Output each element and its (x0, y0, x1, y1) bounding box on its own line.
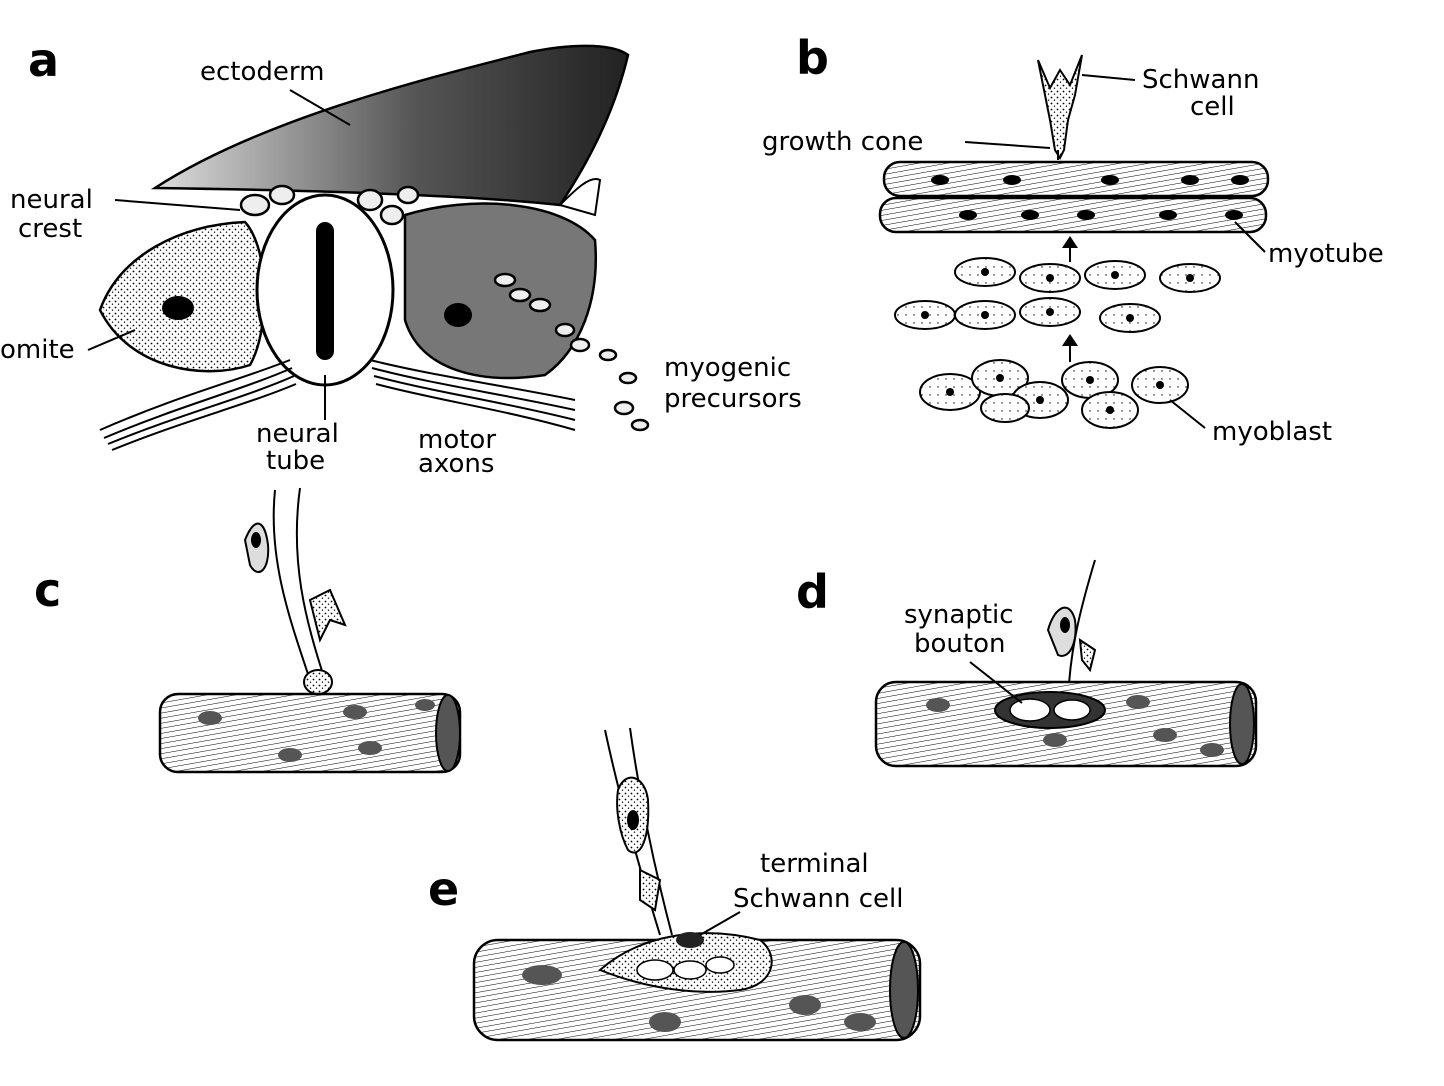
panel-e-letter: e (428, 862, 459, 916)
leader-neural-crest (114, 199, 241, 211)
label-neural-crest-2: crest (18, 214, 82, 244)
somite-right (403, 202, 597, 380)
panel-d-axon (1046, 559, 1097, 701)
label-ectoderm: ectoderm (200, 57, 324, 87)
neural-tube-lumen (316, 222, 334, 360)
leader-growth-cone (964, 141, 1051, 149)
terminal-schwann-cell (598, 932, 773, 993)
leader-myoblast (1169, 399, 1206, 429)
myotube-upper (882, 160, 1270, 198)
arrow-up-1 (1062, 236, 1078, 262)
leader-ectoderm (289, 89, 351, 126)
leader-terminal-schwann (699, 911, 741, 936)
myoblasts-aligned (894, 257, 1221, 333)
myotube-lower (878, 196, 1268, 234)
label-synaptic-bouton-2: bouton (914, 629, 1005, 659)
neural-crest-cells (239, 184, 420, 226)
myoblasts-cluster (919, 359, 1189, 429)
panel-d: d synaptic bouton (796, 559, 1258, 768)
leader-myotube (1234, 221, 1266, 253)
leader-somite (87, 329, 136, 351)
panel-c-muscle-fiber (158, 692, 462, 774)
arrow-up-2 (1062, 334, 1078, 362)
label-terminal-schwann-2: Schwann cell (733, 884, 903, 914)
label-schwann-cell-1: Schwann (1142, 65, 1259, 95)
leader-schwann-cell (1081, 74, 1136, 81)
somite-nucleus (162, 296, 194, 320)
panel-b: b Schwann cell growth cone myot (762, 31, 1384, 447)
panel-b-letter: b (796, 31, 829, 85)
label-terminal-schwann-1: terminal (760, 849, 869, 879)
panel-e: e terminal Schwann cell (428, 727, 922, 1042)
label-myogenic-1: myogenic (664, 353, 791, 383)
label-schwann-cell-2: cell (1190, 92, 1235, 122)
panel-a: a (0, 33, 802, 479)
panel-c-letter: c (34, 563, 61, 617)
label-myotube: myotube (1268, 239, 1384, 269)
label-motor-axons-1: motor (418, 425, 496, 455)
panel-c: c (34, 487, 462, 774)
label-growth-cone: growth cone (762, 127, 923, 157)
panel-e-axon-schwann (604, 727, 673, 936)
label-neural-crest-1: neural (10, 185, 93, 215)
motor-axons-left (99, 359, 297, 451)
label-neural-tube-1: neural (256, 419, 339, 449)
panel-a-letter: a (28, 33, 59, 87)
label-myogenic-2: precursors (664, 384, 802, 414)
ectoderm-sheet (150, 44, 630, 207)
panel-d-letter: d (796, 565, 829, 619)
label-neural-tube-2: tube (266, 446, 325, 476)
label-myoblast: myoblast (1212, 417, 1332, 447)
schwann-cell-growth-cone (1037, 54, 1083, 161)
label-somite: omite (0, 335, 75, 365)
panel-c-axon (243, 487, 347, 695)
motor-axons-right (369, 359, 576, 431)
leader-synaptic-bouton (969, 661, 1023, 704)
synaptic-bouton (994, 691, 1106, 729)
myogenic-precursor-cells (493, 272, 650, 432)
label-motor-axons-2: axons (418, 449, 494, 479)
label-synaptic-bouton-1: synaptic (904, 600, 1014, 630)
